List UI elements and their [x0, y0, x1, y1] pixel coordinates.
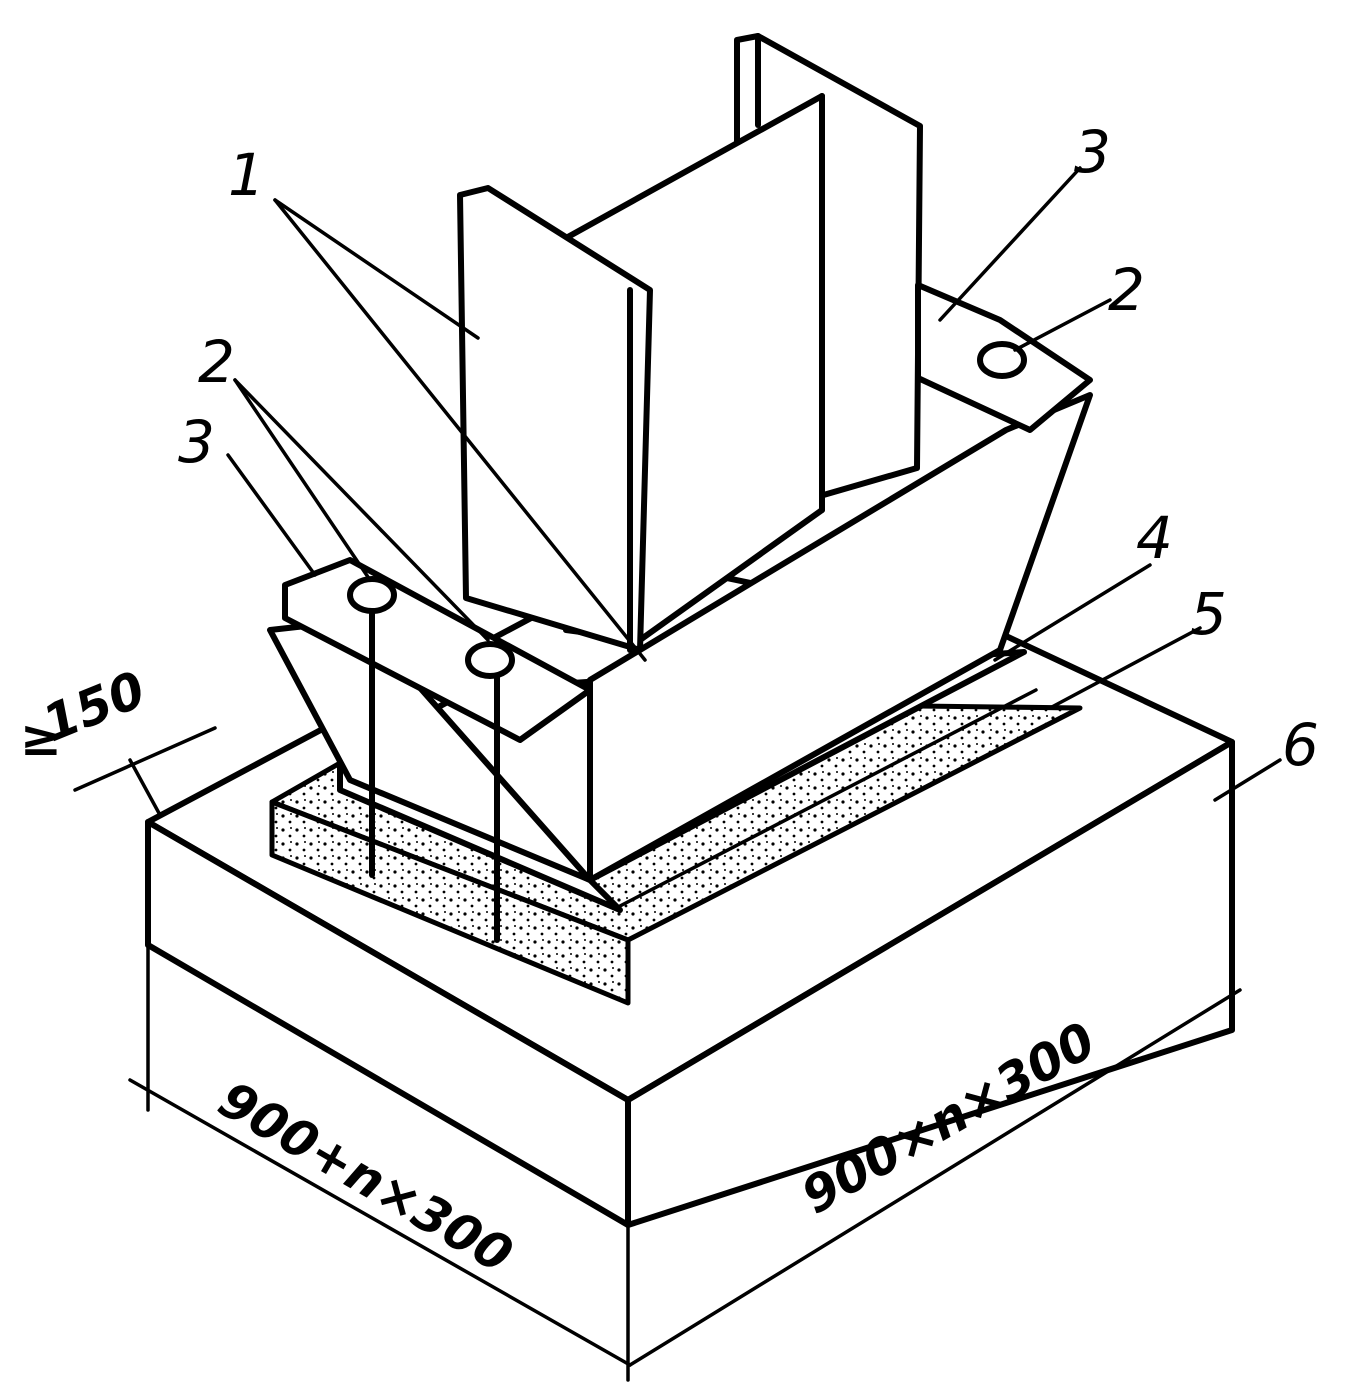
anchor-bolts [347, 341, 1027, 943]
callout-labels: 1 2 3 3 2 4 5 6 [178, 118, 1319, 779]
callout-1: 1 [228, 141, 265, 209]
callout-5: 5 [1190, 580, 1227, 648]
leader-2-left-a [233, 378, 372, 582]
dim-line-right-side [628, 988, 1242, 1367]
leader-2-right [1013, 298, 1112, 352]
traverse-front-plate [587, 392, 1093, 883]
dim-line-left-side [128, 1078, 632, 1367]
traverse-front [267, 392, 1093, 883]
anchor-nut-right [977, 341, 1027, 379]
base-plate-edge-line [618, 688, 1038, 908]
callout-3-left: 3 [178, 408, 215, 476]
dim-edge-offset-prefix: ≥ [20, 709, 62, 767]
leader-3-left [226, 453, 317, 577]
dim-tick-edge-a [128, 758, 162, 817]
leader-lines [226, 166, 1282, 802]
callout-4: 4 [1136, 504, 1173, 572]
leader-1-to-web [273, 198, 647, 662]
callout-2-right: 2 [1108, 256, 1145, 324]
leader-2-left-b [233, 378, 490, 642]
callout-2-left: 2 [198, 328, 235, 396]
anchor-nut-left [347, 576, 397, 614]
callout-3-right: 3 [1074, 118, 1111, 186]
dimension-lines [73, 726, 1242, 1382]
dim-edge-offset-value: 150 [35, 660, 154, 753]
leader-4 [993, 563, 1152, 662]
leader-6 [1213, 758, 1282, 802]
grout-front-face [269, 799, 631, 1006]
leader-5 [1048, 626, 1202, 710]
callout-6: 6 [1282, 711, 1319, 779]
leader-3-right [938, 166, 1082, 322]
steel-column [457, 33, 923, 653]
leader-1-to-flange [273, 198, 480, 340]
column-front-flange [457, 185, 653, 653]
anchor-nut-middle [465, 641, 515, 679]
dim-line-edge-offset [73, 726, 217, 792]
